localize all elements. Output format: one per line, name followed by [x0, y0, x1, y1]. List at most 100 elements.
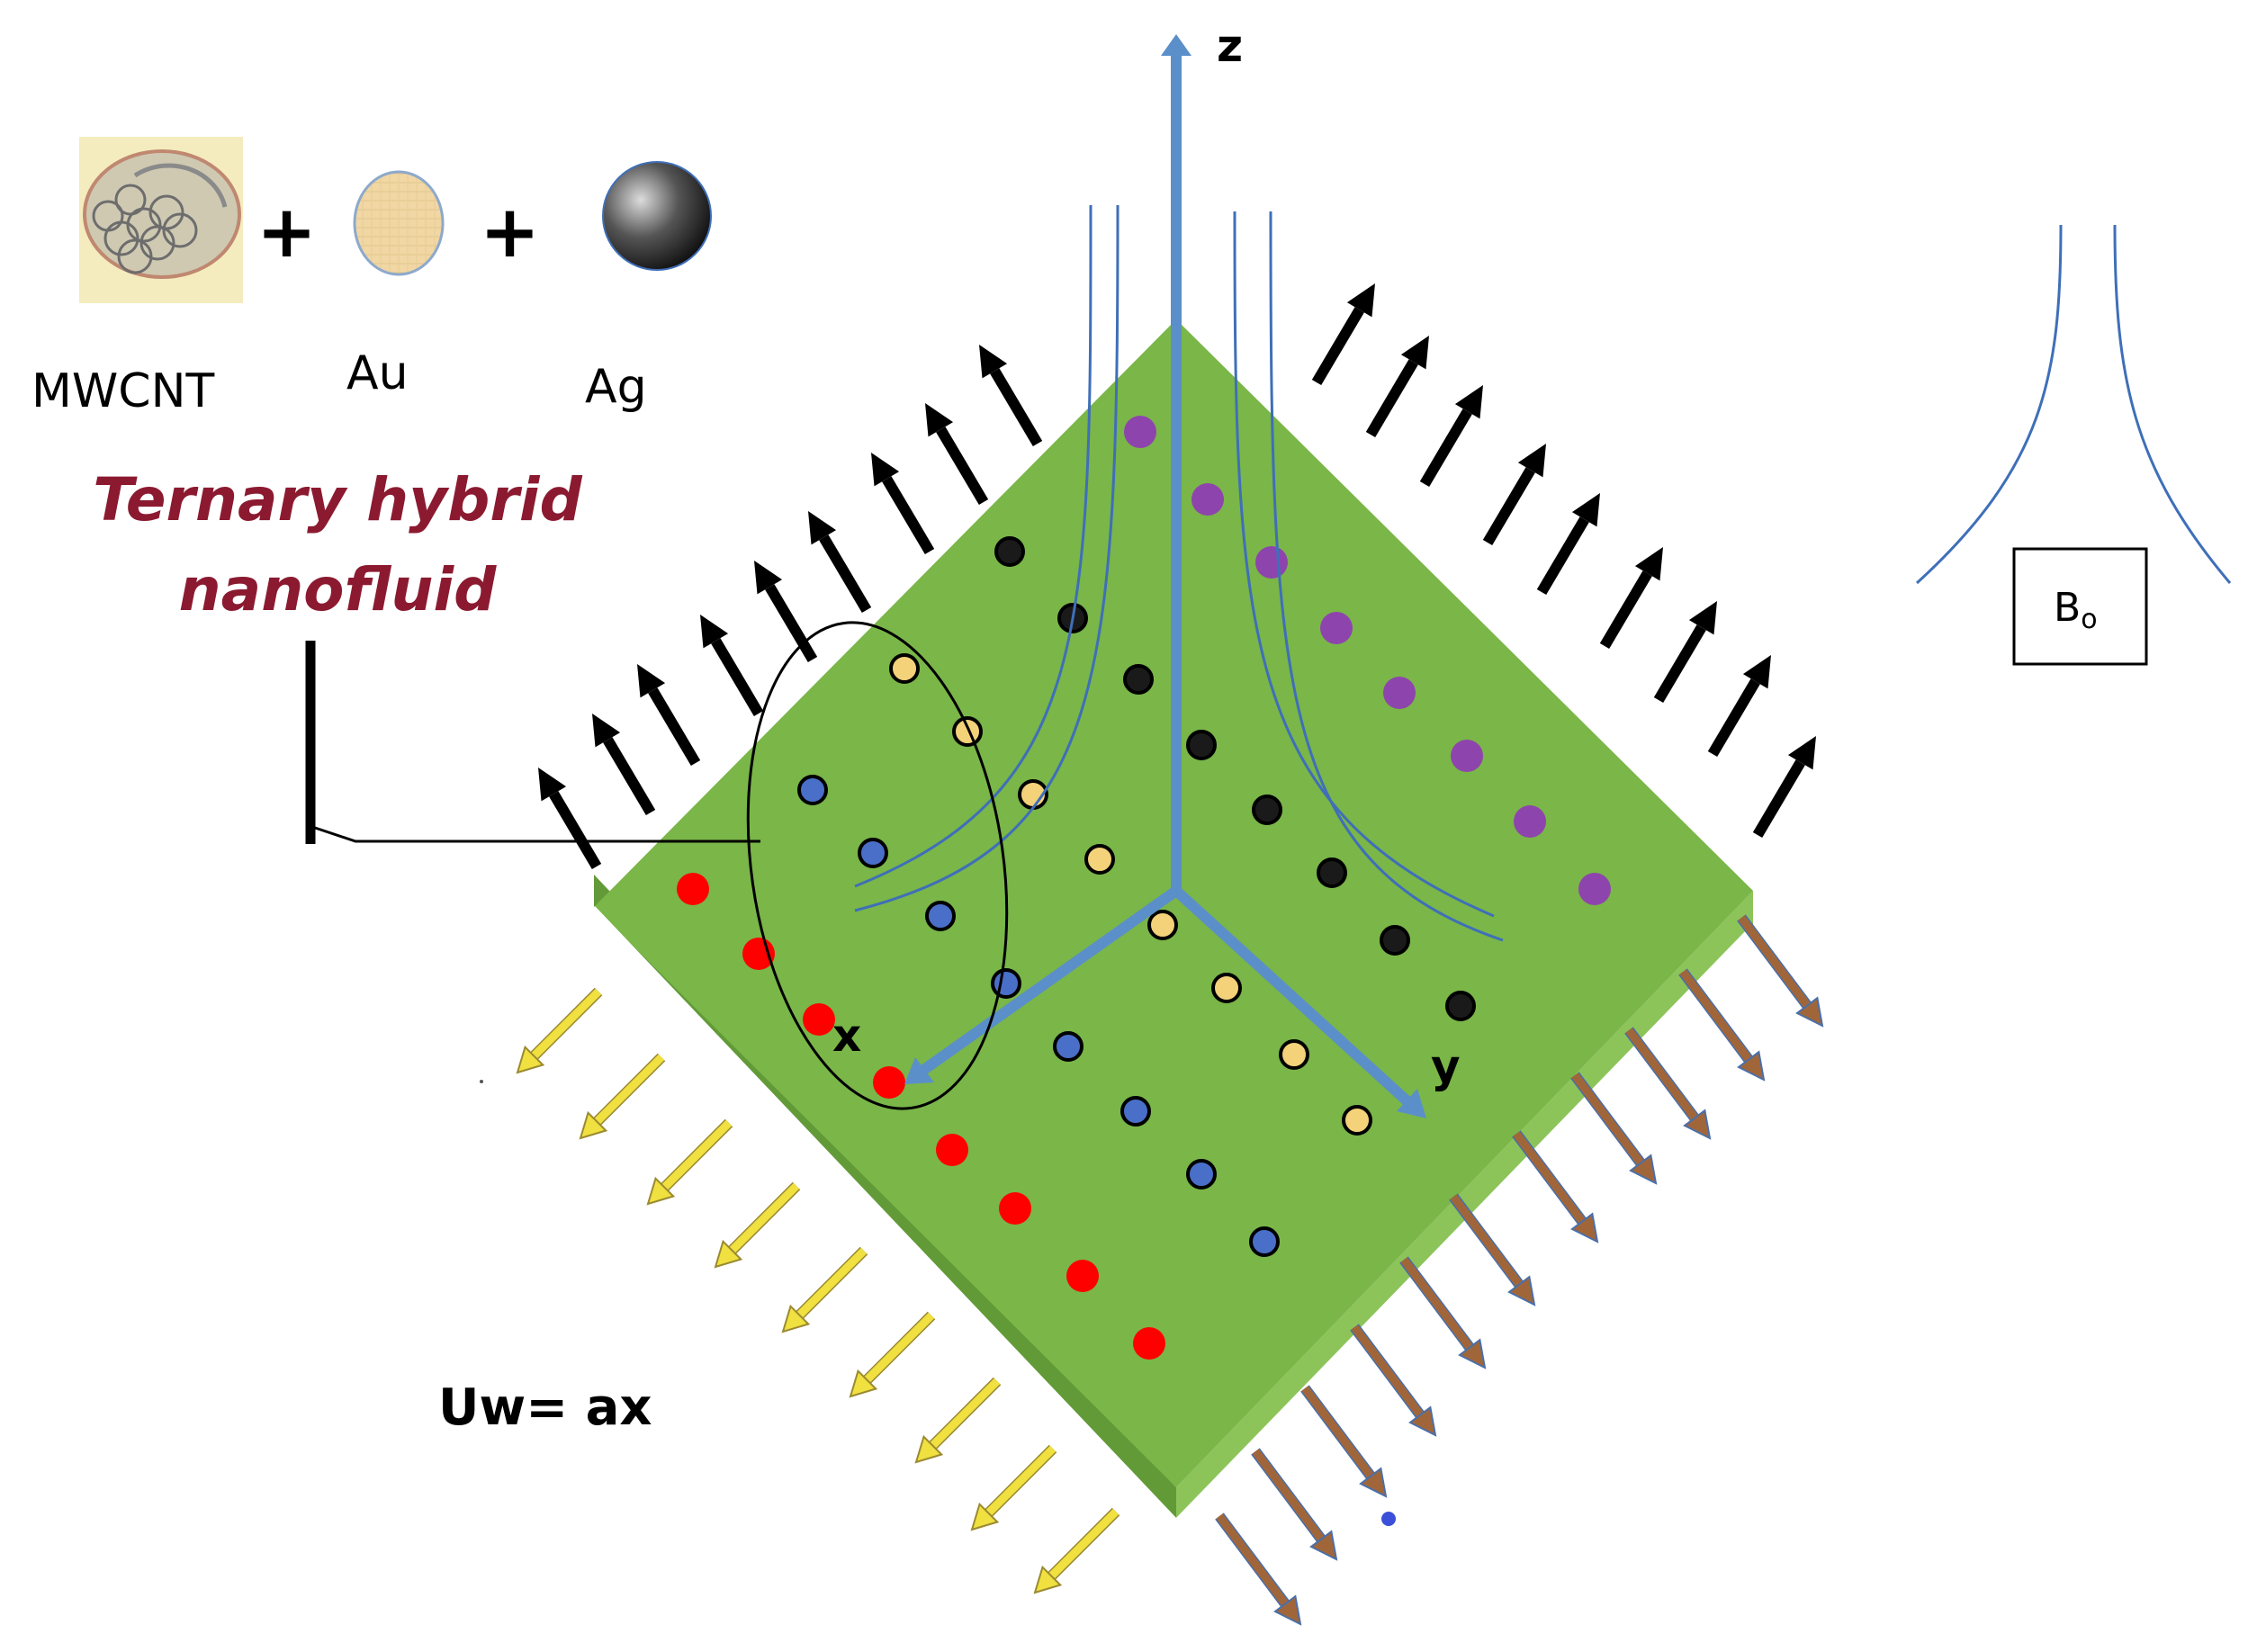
field-arrow — [579, 1053, 666, 1140]
fluid-label-line2: nanofluid — [179, 555, 497, 624]
x-axis — [919, 886, 1180, 1075]
field-arrow — [700, 615, 764, 717]
field-arrow — [592, 714, 656, 816]
field-arrow — [1570, 1072, 1658, 1185]
field-arrow — [1536, 493, 1600, 596]
mwcnt-icon — [79, 137, 243, 303]
field-arrow — [871, 453, 935, 555]
nanoparticle-dot — [994, 536, 1025, 567]
nanoparticle-legend: + + MWCNT Au Ag — [31, 137, 712, 418]
nanoparticle-dot — [1124, 416, 1156, 448]
nanoparticle-dot — [1514, 805, 1546, 838]
nanoparticle-dot — [1120, 1096, 1151, 1127]
field-arrow — [1482, 444, 1546, 546]
nanoparticle-dot — [1342, 1105, 1372, 1136]
particle-highlight-ellipse — [746, 621, 1009, 1110]
black-arrow-group — [538, 283, 1816, 870]
streamline — [1269, 211, 1504, 942]
field-arrow — [849, 1311, 936, 1398]
nanoparticle-dot — [1451, 740, 1483, 772]
field-arrow — [1653, 601, 1717, 704]
plus-sign: + — [480, 190, 540, 274]
field-arrow — [1311, 283, 1375, 386]
nanoparticle-dot — [873, 1066, 905, 1099]
nanoparticle-dot — [742, 938, 775, 970]
nanoparticle-dot — [1066, 1260, 1099, 1292]
magnetic-field-line-right — [2113, 224, 2232, 584]
sheet-edge-right — [1174, 923, 1755, 1522]
stray-dot — [1381, 1512, 1396, 1526]
magnetic-field-line-left — [1915, 224, 2063, 585]
nanoparticle-dot — [1249, 1226, 1280, 1257]
nanoparticle-dot — [1383, 677, 1416, 709]
streamline — [1233, 211, 1495, 918]
label-pointer-leader — [314, 826, 760, 843]
field-arrow — [914, 1377, 1002, 1464]
nanoparticle-dot — [889, 653, 920, 684]
field-arrow — [637, 664, 701, 767]
nanoparticle-dot — [1186, 1159, 1217, 1190]
nanoparticle-dot — [925, 901, 956, 931]
nanoparticle-dot — [1445, 991, 1476, 1021]
nanoparticle-dot — [1123, 664, 1154, 695]
field-arrow — [646, 1118, 733, 1206]
field-arrow — [1419, 385, 1483, 488]
brown-arrow-group — [1215, 914, 1824, 1626]
streamline — [854, 204, 1120, 912]
magnetic-field-indicator — [1915, 224, 2232, 585]
field-arrow — [925, 403, 989, 506]
velocity-label: Uw= ax — [438, 1378, 652, 1437]
nanoparticle-dot — [1252, 795, 1282, 825]
y-axis-arrowhead — [1397, 1089, 1426, 1118]
ag-label: Ag — [585, 360, 647, 414]
field-arrow — [1737, 914, 1824, 1028]
field-arrow — [970, 1444, 1057, 1531]
nanoparticle-dot — [991, 968, 1021, 999]
nanoparticle-dot — [1053, 1031, 1084, 1062]
field-arrow — [714, 1181, 801, 1269]
field-arrow — [1399, 1256, 1487, 1369]
field-arrow — [979, 345, 1043, 447]
field-arrow — [1512, 1130, 1599, 1243]
field-arrow — [1449, 1193, 1536, 1306]
y-axis — [1172, 886, 1413, 1107]
field-arrow — [538, 768, 602, 870]
field-arrow — [1251, 1448, 1338, 1561]
nanoparticle-dot — [1186, 730, 1217, 760]
nanoparticle-dot — [797, 775, 828, 805]
y-axis-label: y — [1431, 1040, 1461, 1092]
coordinate-axes: z x y — [832, 20, 1461, 1118]
yellow-arrow-group — [516, 987, 1120, 1594]
magnetic-field-box — [2012, 547, 2148, 666]
nanoparticle-dot — [677, 873, 709, 905]
nanoparticle-dot — [1578, 873, 1611, 905]
nanoparticle-dot — [952, 716, 983, 747]
field-arrow — [1350, 1324, 1437, 1437]
z-axis-arrowhead — [1161, 34, 1191, 56]
nanoparticle-dot — [858, 838, 888, 868]
field-arrow — [754, 561, 818, 663]
nanoparticle-dot — [999, 1192, 1031, 1225]
x-axis-label: x — [832, 1010, 861, 1062]
nanoparticle-dot — [1279, 1039, 1309, 1070]
nanoparticle-dot — [1255, 546, 1288, 579]
au-particle-icon — [353, 170, 445, 276]
field-arrow — [1300, 1385, 1388, 1498]
field-arrow — [1365, 336, 1429, 438]
field-arrow — [1624, 1027, 1712, 1140]
plus-sign: + — [256, 190, 317, 274]
magnetic-field-label: Bo — [2054, 585, 2098, 635]
nanoparticle-dot — [1147, 910, 1178, 940]
nanoparticle-dot — [1380, 925, 1410, 956]
nanoparticle-dot — [1211, 973, 1242, 1003]
field-arrow — [781, 1246, 868, 1333]
sheet-top-surface — [594, 319, 1753, 1487]
stray-dot — [480, 1080, 483, 1083]
x-axis-arrowhead — [904, 1057, 934, 1084]
field-arrow — [1599, 547, 1663, 650]
nanoparticle-dot — [1084, 844, 1115, 875]
field-arrow — [1215, 1513, 1302, 1626]
field-arrow — [808, 511, 872, 614]
mwcnt-label: MWCNT — [31, 364, 214, 418]
